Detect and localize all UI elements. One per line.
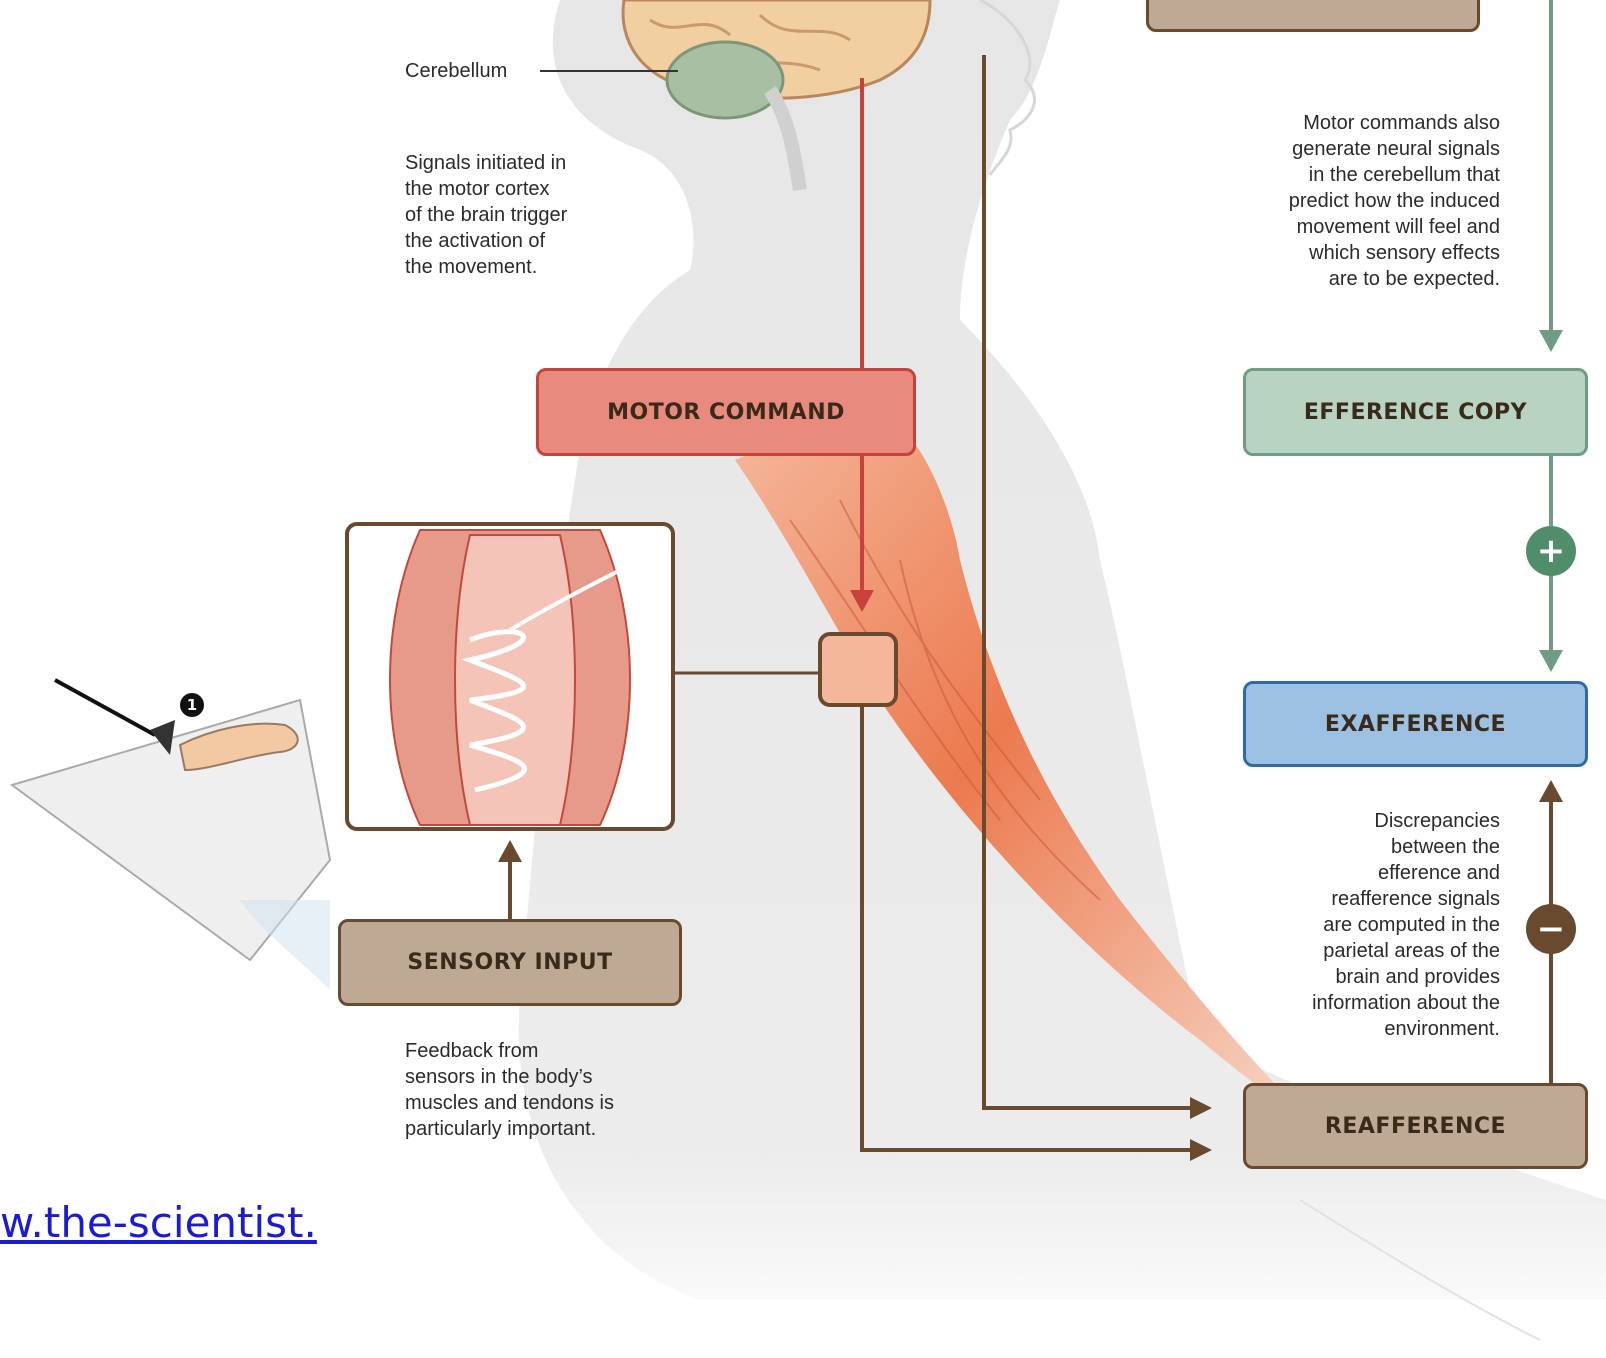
spindle-zoom-marker xyxy=(820,634,896,705)
comparator-arrowhead xyxy=(1539,780,1563,802)
reafference-box: REAFFERENCE xyxy=(1243,1083,1588,1169)
cerebellum-label: Cerebellum xyxy=(405,58,507,84)
efference-arrowhead-mid xyxy=(1539,650,1563,672)
top-cropped-box xyxy=(1146,0,1480,32)
feedback-note: Feedback from sensors in the body’s musc… xyxy=(405,1038,675,1142)
sensory-input-box: SENSORY INPUT xyxy=(338,919,682,1006)
exafference-box: EXAFFERENCE xyxy=(1243,681,1588,767)
source-link[interactable]: w.the-scientist. xyxy=(0,1198,317,1247)
motor-command-box: MOTOR COMMAND xyxy=(536,368,916,456)
efference-copy-box: EFFERENCE COPY xyxy=(1243,368,1588,456)
step-number-badge: 1 xyxy=(180,693,204,717)
cerebellum-prediction-note: Motor commands also generate neural sign… xyxy=(1220,110,1500,292)
brush-handle xyxy=(55,680,155,735)
motor-cortex-note: Signals initiated in the motor cortex of… xyxy=(405,150,635,280)
sensory-arrowhead xyxy=(498,840,522,862)
minus-operator: − xyxy=(1537,909,1566,949)
discrepancy-note: Discrepancies between the efference and … xyxy=(1240,808,1500,1042)
efference-arrowhead-top xyxy=(1539,330,1563,352)
plus-operator: + xyxy=(1537,531,1566,571)
cerebellum-shape xyxy=(667,42,783,118)
